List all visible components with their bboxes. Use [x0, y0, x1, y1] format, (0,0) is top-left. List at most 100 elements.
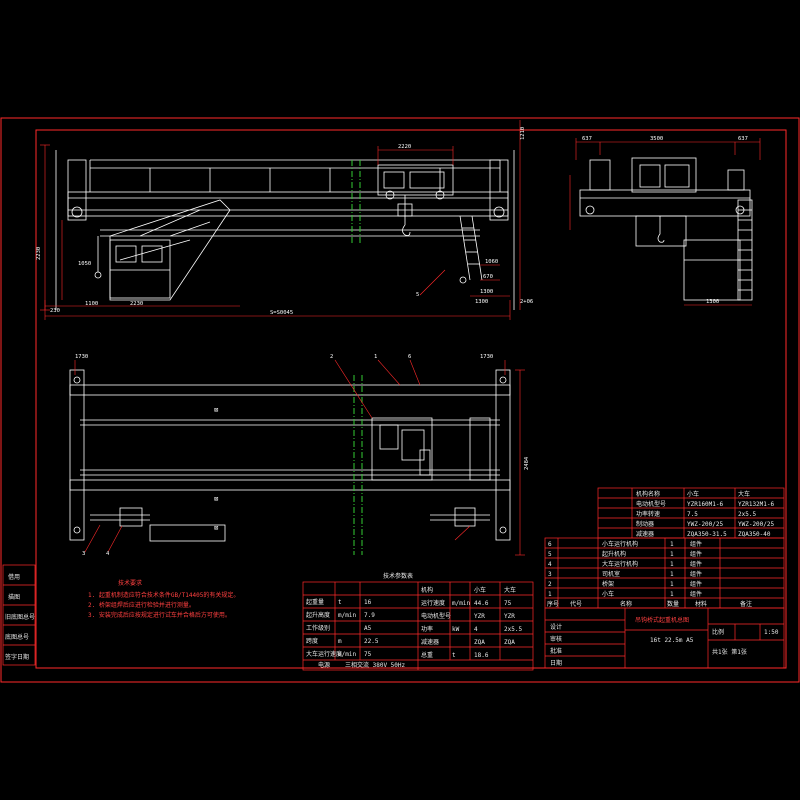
bom-material: 组件 [690, 540, 702, 548]
dim-plan-right: 1730 [480, 354, 493, 360]
mech-cell: 电动机型号 [636, 500, 666, 508]
bom-qty: 1 [670, 541, 674, 548]
param-right-cell: 机构 [421, 586, 433, 594]
param-left-cell: 工作级别 [306, 624, 330, 632]
svg-text:⊠: ⊠ [214, 406, 218, 414]
side-dimensions [569, 138, 761, 306]
bom-material: 组件 [690, 580, 702, 588]
dim-side-left: 637 [582, 136, 592, 142]
mech-cell: ZQA350-40 [738, 531, 771, 538]
bom-qty: 1 [670, 591, 674, 598]
scale-value: 1:50 [764, 629, 779, 636]
param-left-cell: 起升高度 [306, 611, 330, 619]
param-right-cell: 小车 [474, 586, 486, 594]
dim-side-width: 3500 [650, 136, 663, 142]
dim-hook-left: 1050 [78, 261, 91, 267]
margin-cell-3: 底图总号 [5, 633, 29, 641]
mech-cell: ZQA350-31.5 [687, 531, 727, 538]
drawing-subtitle: 16t 22.5m A5 [650, 637, 694, 644]
param-left-cell: m/min [338, 612, 356, 619]
dim-top-left: 1210 [520, 127, 526, 140]
plan-centerlines [353, 375, 363, 555]
notes-title: 技术要求 [118, 579, 142, 587]
bom-qty: 1 [670, 561, 674, 568]
dim-right-b: 670 [483, 274, 493, 280]
dim-right-a: 1060 [485, 259, 498, 265]
dim-trolley-width: 2220 [398, 144, 411, 150]
callout-3: 3 [82, 551, 85, 557]
dim-plan-left: 1730 [75, 354, 88, 360]
mech-cell: YZR160M1-6 [687, 501, 724, 508]
left-margin-table [2, 564, 36, 666]
dim-bottom-left: 230 [50, 308, 60, 314]
dim-right-d: 1300 [475, 299, 488, 305]
param-left-cell: A5 [364, 625, 372, 632]
bom-index: 3 [548, 571, 552, 578]
param-left-cell: 22.5 [364, 638, 379, 645]
param-table-title: 技术参数表 [383, 572, 413, 580]
param-right-cell: 75 [504, 600, 512, 607]
param-right-cell: m/min [452, 600, 470, 607]
side-view [579, 157, 753, 301]
mech-cell: 制动器 [636, 520, 654, 528]
bom-index: 6 [548, 541, 552, 548]
callout-4: 4 [106, 551, 110, 557]
param-right-cell: 大车 [504, 586, 516, 594]
param-right-cell: ZQA [504, 639, 515, 646]
bom-material: 组件 [690, 560, 702, 568]
param-left-cell: 大车运行速度 [306, 650, 342, 658]
bom-qty: 1 [670, 571, 674, 578]
param-right-cell: kW [452, 626, 460, 633]
svg-text:⊠: ⊠ [214, 524, 218, 532]
param-left-cell: 起重量 [306, 598, 324, 606]
mech-cell: YWZ-200/25 [687, 521, 724, 528]
bom-material: 组件 [690, 550, 702, 558]
bom-header-cell: 名称 [620, 600, 632, 608]
dim-right-c: 1300 [480, 289, 493, 295]
param-left-cell: 跨度 [306, 637, 318, 645]
front-centerlines [351, 160, 361, 245]
dim-plan-height: 2484 [524, 456, 530, 470]
callout-6: 6 [408, 354, 411, 360]
param-footer-right: 三相交流 380V 50Hz [345, 661, 406, 669]
param-right-cell: YZR [504, 613, 515, 620]
bom-header-cell: 备注 [740, 600, 752, 608]
callout-1: 1 [374, 354, 377, 360]
dim-side-bottom: 1300 [706, 299, 719, 305]
param-right-cell: 减速器 [421, 638, 439, 646]
param-right-cell: YZR [474, 613, 485, 620]
dim-total-height: 2230 [36, 247, 42, 260]
param-right-cell: 18.6 [474, 652, 489, 659]
param-right-cell: ZQA [474, 639, 485, 646]
title-block-grid [544, 607, 785, 669]
margin-cell-0: 借用 [8, 573, 20, 581]
bom-index: 4 [548, 561, 552, 568]
dim-bottom-b: 2230 [130, 301, 143, 307]
plan-dimensions [74, 359, 525, 556]
margin-cell-4: 签字日期 [5, 653, 29, 661]
bom-index: 1 [548, 591, 552, 598]
bom-name: 小车运行机构 [602, 540, 638, 548]
mech-cell: YZR132M1-6 [738, 501, 775, 508]
scale-label: 比例 [712, 628, 724, 636]
bom-header-cell: 序号 [547, 600, 559, 608]
param-left-cell: 75 [364, 651, 372, 658]
bom-header-cell: 材料 [695, 600, 707, 608]
mech-header-cell: 大车 [738, 490, 750, 498]
param-right-cell: 功率 [421, 625, 433, 633]
sheet-info: 共1张 第1张 [712, 648, 747, 656]
dim-side-right: 637 [738, 136, 748, 142]
bom-qty: 1 [670, 551, 674, 558]
mech-header-cell: 小车 [687, 490, 699, 498]
mech-header-cell: 机构名称 [636, 490, 660, 498]
margin-cell-1: 描图 [8, 593, 20, 601]
bom-header-cell: 数量 [667, 600, 679, 608]
bom-index: 2 [548, 581, 552, 588]
param-left-cell: t [338, 599, 342, 606]
plan-view: ⊠ ⊠ ⊠ [69, 369, 511, 542]
param-right-cell: 运行速度 [421, 599, 445, 607]
